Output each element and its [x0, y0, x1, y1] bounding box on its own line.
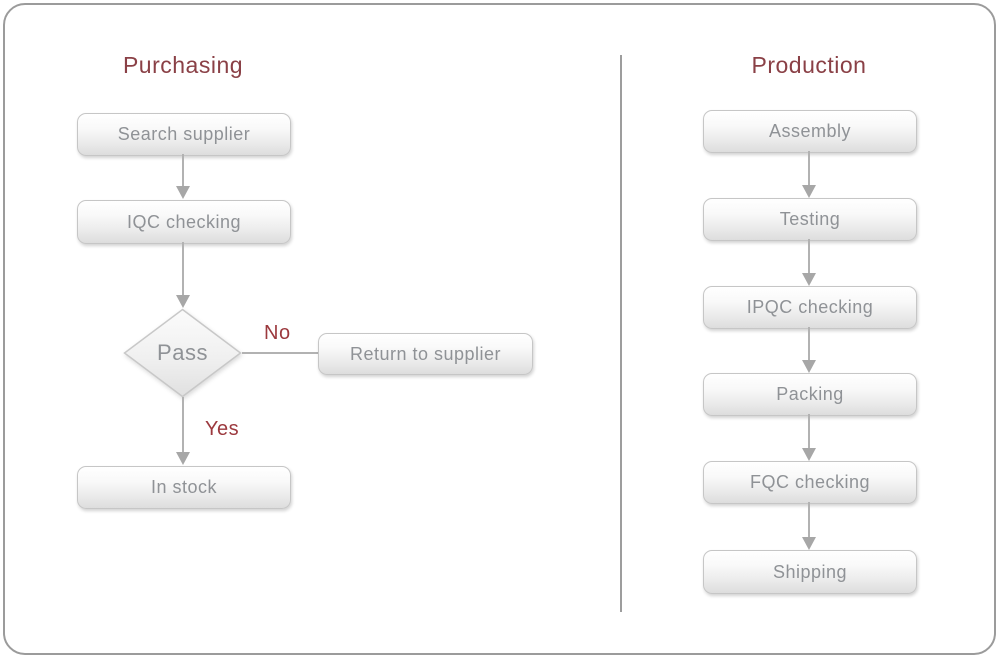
arrow-down-icon: [802, 360, 816, 373]
connector-line: [182, 397, 184, 453]
connector-line: [808, 414, 810, 449]
arrow-down-icon: [176, 186, 190, 199]
arrow-down-icon: [176, 295, 190, 308]
flow-node-assembly: Assembly: [703, 110, 917, 153]
edge-label-no: No: [264, 322, 291, 344]
production-title: Production: [751, 52, 867, 78]
connector-line: [808, 151, 810, 186]
arrow-down-icon: [176, 452, 190, 465]
column-divider: [620, 55, 622, 612]
arrow-down-icon: [802, 185, 816, 198]
flow-node-shipping: Shipping: [703, 550, 917, 594]
flow-node-search-supplier: Search supplier: [77, 113, 291, 156]
purchasing-title: Purchasing: [122, 52, 244, 78]
outer-border: [3, 3, 996, 655]
arrow-down-icon: [802, 537, 816, 550]
connector-line: [808, 502, 810, 538]
decision-diamond: [123, 308, 242, 398]
flow-node-fqc-checking: FQC checking: [703, 461, 917, 504]
connector-line: [182, 242, 184, 296]
connector-line: [182, 154, 184, 187]
connector-line: [808, 239, 810, 274]
decision-label-pass: Pass: [157, 340, 208, 365]
edge-label-yes: Yes: [205, 418, 240, 440]
connector-line: [242, 352, 318, 354]
flow-node-return-to-supplier: Return to supplier: [318, 333, 533, 375]
arrow-down-icon: [802, 273, 816, 286]
flow-node-packing: Packing: [703, 373, 917, 416]
connector-line: [808, 327, 810, 361]
flow-node-testing: Testing: [703, 198, 917, 241]
flow-node-in-stock: In stock: [77, 466, 291, 509]
flow-node-ipqc-checking: IPQC checking: [703, 286, 917, 329]
arrow-down-icon: [802, 448, 816, 461]
flow-node-iqc-checking: IQC checking: [77, 200, 291, 244]
